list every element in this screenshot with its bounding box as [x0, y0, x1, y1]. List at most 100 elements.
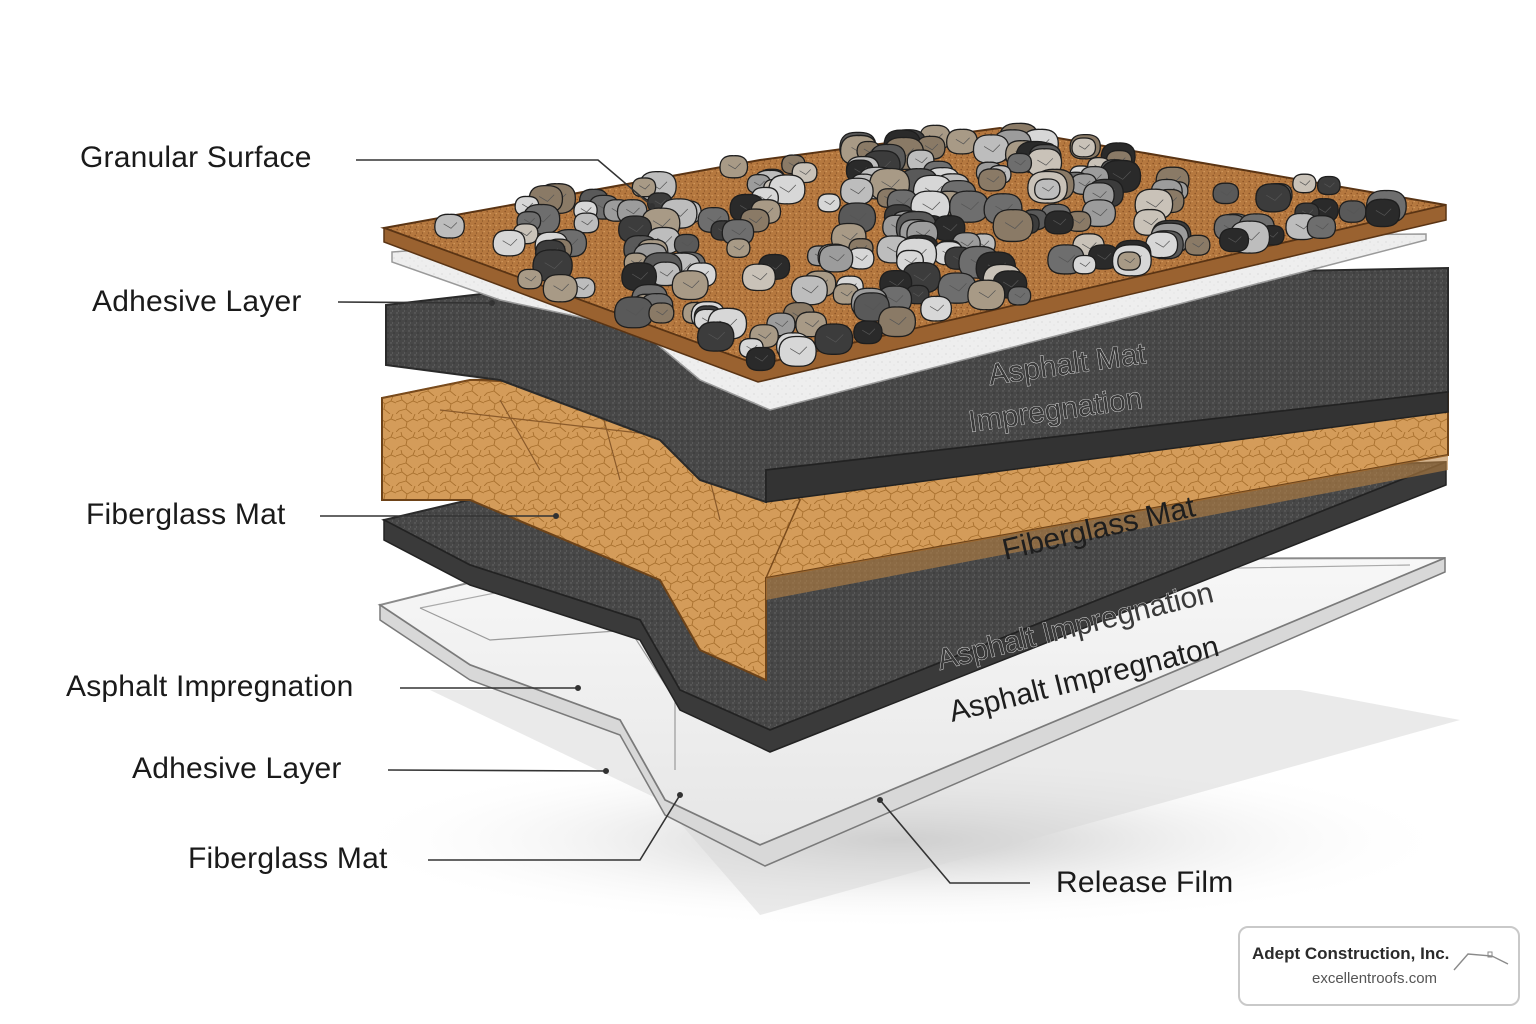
granule — [621, 262, 658, 292]
granule — [1365, 198, 1401, 228]
granule — [1338, 200, 1367, 223]
granule-crack — [1092, 191, 1107, 198]
granule-crack — [801, 285, 819, 294]
brand-card: Adept Construction, Inc. excellentroofs.… — [1238, 926, 1520, 1006]
granule-crack — [502, 238, 518, 246]
granule-crack — [731, 228, 747, 236]
granule — [648, 302, 675, 324]
granule-crack — [659, 269, 674, 277]
granule-crack — [779, 184, 797, 193]
granule — [726, 238, 751, 258]
granule-crack — [708, 331, 726, 340]
granule-crack — [799, 169, 811, 175]
granule — [719, 155, 749, 179]
granule-crack — [682, 280, 700, 289]
granule-crack — [850, 186, 866, 195]
granule-crack — [949, 283, 967, 292]
granule — [840, 177, 874, 205]
granule — [847, 247, 875, 270]
granule-crack — [881, 179, 900, 188]
leader-adhesive-top — [337, 301, 493, 304]
granule-crack — [924, 143, 939, 151]
granule-crack — [754, 180, 765, 187]
granule-crack — [1042, 185, 1054, 192]
granule-crack — [961, 201, 979, 211]
granule-crack — [1037, 158, 1054, 166]
leader-adhesive-bottom — [387, 769, 607, 772]
granule-crack — [652, 218, 671, 227]
granule-crack — [896, 197, 910, 205]
granule-crack — [1375, 208, 1392, 216]
granule-crack — [654, 199, 666, 205]
granule-crack — [524, 275, 537, 282]
granule-crack — [960, 240, 974, 247]
granule-crack — [829, 254, 845, 262]
granule-crack — [1078, 144, 1090, 150]
granule — [853, 320, 883, 345]
granule-crack — [538, 194, 555, 202]
granule-crack — [775, 320, 789, 327]
granule-crack — [628, 224, 644, 233]
label-granular-surface: Granular Surface — [80, 141, 312, 174]
granule-crack — [862, 328, 876, 335]
granule-crack — [1155, 240, 1170, 248]
granule-crack — [1143, 218, 1159, 226]
granule-crack — [915, 157, 928, 164]
granule — [977, 168, 1007, 192]
granule-crack — [1220, 189, 1233, 196]
granule-crack — [733, 244, 745, 251]
granule-crack — [789, 346, 808, 355]
granule — [1072, 254, 1097, 275]
label-asphalt-impregnation: Asphalt Impregnation — [66, 670, 354, 703]
granule-crack — [523, 217, 535, 224]
granule — [631, 177, 657, 198]
granule-crack — [1097, 252, 1112, 260]
granule-crack — [1014, 159, 1026, 166]
granule-crack — [1317, 206, 1332, 213]
granule — [1145, 231, 1179, 259]
granule-crack — [913, 272, 932, 281]
granule — [945, 128, 978, 155]
granule — [778, 335, 817, 367]
granule-crack — [864, 302, 881, 311]
brand-name: Adept Construction, Inc. — [1252, 944, 1450, 963]
granule-crack — [626, 207, 640, 215]
leader-granular-surface — [356, 159, 653, 207]
granule-crack — [1192, 241, 1204, 248]
granule — [741, 263, 776, 292]
granule-crack — [849, 212, 867, 221]
granule-crack — [1228, 236, 1242, 243]
granule — [542, 274, 578, 303]
granule-crack — [841, 232, 858, 241]
granule-crack — [955, 137, 970, 145]
label-adhesive-layer-top: Adhesive Layer — [92, 285, 302, 318]
granule-crack — [1112, 171, 1131, 180]
brand-url: excellentroofs.com — [1312, 970, 1438, 987]
granule — [992, 209, 1034, 243]
label-release-film: Release Film — [1056, 866, 1234, 899]
granule-crack — [929, 304, 945, 312]
granule — [972, 134, 1010, 164]
granule — [1007, 286, 1032, 306]
granule — [1071, 137, 1097, 158]
granule — [817, 193, 841, 213]
granule-crack — [1004, 220, 1024, 229]
granule — [614, 296, 654, 329]
granule — [696, 321, 735, 352]
granule-crack — [520, 230, 533, 237]
granule-crack — [752, 272, 768, 281]
granule-crack — [912, 291, 924, 297]
granule — [1306, 215, 1337, 239]
granule — [1219, 227, 1250, 253]
granule-crack — [1124, 257, 1135, 264]
granule — [818, 244, 854, 273]
granule-crack — [544, 260, 563, 269]
granule-crack — [889, 316, 907, 325]
granule-crack — [1266, 193, 1283, 201]
granule-crack — [1053, 218, 1067, 226]
granule-crack — [1347, 208, 1360, 215]
granule-crack — [553, 283, 570, 292]
granule-crack — [1058, 254, 1076, 263]
granule — [814, 323, 854, 355]
